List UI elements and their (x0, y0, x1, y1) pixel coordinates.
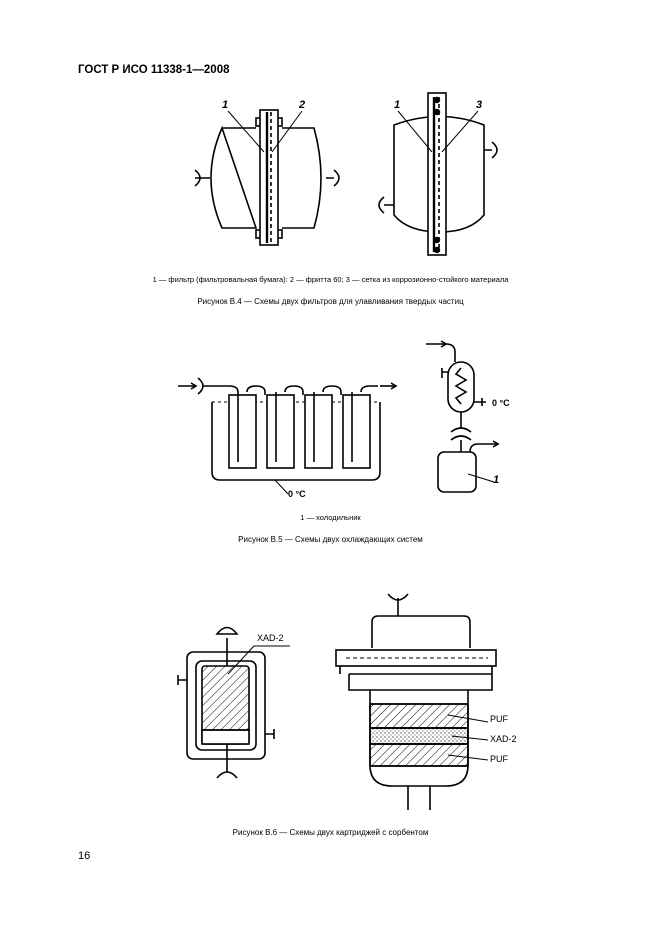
callout-1-left: 1 (222, 99, 228, 111)
page-number: 16 (78, 850, 91, 862)
callout-2: 2 (298, 99, 305, 111)
figure-b4-legend: 1 — фильтр (фильтровальная бумага): 2 — … (152, 275, 509, 284)
figure-b4-caption: Рисунок В.4 — Схемы двух фильтров для ул… (197, 297, 464, 306)
document-header: ГОСТ Р ИСО 11338-1—2008 (78, 64, 230, 76)
figure-b5-legend: 1 — холодильник (300, 513, 361, 522)
label-xad2-right: XAD-2 (490, 734, 517, 744)
callout-3: 3 (476, 99, 482, 111)
callout-1-right: 1 (394, 99, 400, 111)
temp-label-condenser: 0 °С (492, 398, 510, 408)
condenser-diagram (426, 340, 500, 493)
filter-left-diagram (194, 109, 340, 246)
label-puf-top: PUF (490, 714, 509, 724)
filter-right-diagram (378, 92, 498, 256)
figure-b5-caption: Рисунок В.5 — Схемы двух охлаждающих сис… (238, 535, 423, 544)
cartridge-right-diagram (335, 593, 497, 810)
cooling-bath-diagram (178, 377, 398, 495)
temp-label-bath: 0 °С (288, 489, 306, 499)
callout-cooler: 1 (493, 474, 499, 486)
label-xad2-left: XAD-2 (257, 633, 284, 643)
label-puf-bottom: PUF (490, 754, 509, 764)
cartridge-left-diagram (177, 626, 290, 779)
figure-b6-caption: Рисунок В.6 — Схемы двух картриджей с со… (232, 828, 429, 837)
